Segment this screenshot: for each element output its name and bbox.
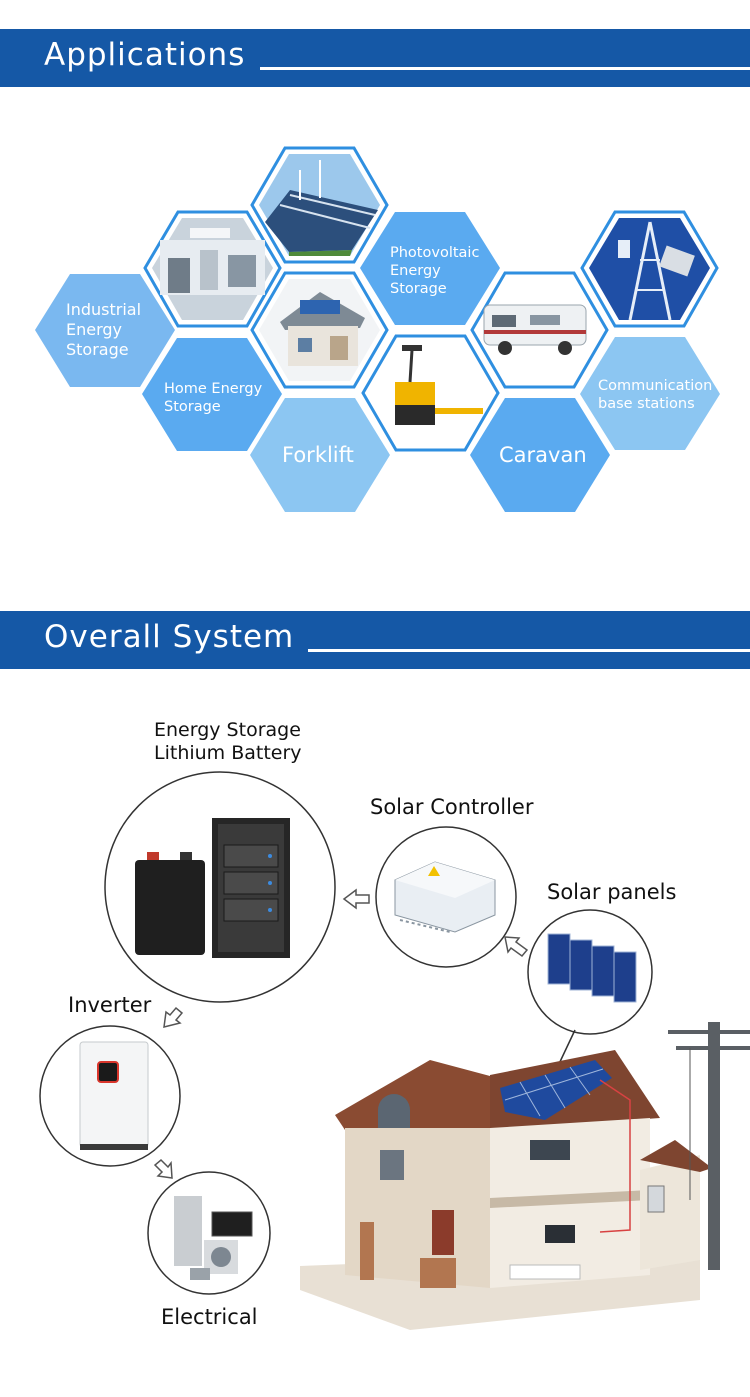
label-industrial: Industrial Energy Storage [66, 300, 142, 359]
arrow-battery-to-inverter [163, 1006, 184, 1028]
hex-forklift [250, 398, 390, 512]
controller-photo [375, 826, 517, 968]
label-photovoltaic: Photovoltaic Energy Storage [390, 245, 480, 298]
electrical-label: Electrical [161, 1305, 258, 1329]
label-communication: Communication base stations [598, 378, 713, 413]
label-forklift: Forklift [282, 443, 354, 467]
electrical-photo [147, 1171, 271, 1295]
battery-label: Energy Storage Lithium Battery [154, 719, 302, 764]
panels-photo [527, 909, 653, 1035]
label-caravan: Caravan [499, 443, 587, 467]
controller-label: Solar Controller [370, 795, 534, 819]
battery-photo [104, 771, 336, 1003]
overall-system-banner: Overall System [0, 611, 750, 669]
arrow-inverter-to-electrical [153, 1158, 173, 1179]
arrow-panels-to-controller [504, 936, 529, 958]
hex-photovoltaic [360, 212, 500, 325]
label-home-energy: Home Energy Storage [164, 381, 263, 416]
hex-communication [580, 337, 720, 450]
applications-rule [260, 67, 750, 70]
arrow-controller-to-battery [342, 888, 370, 910]
overall-system-title: Overall System [44, 619, 295, 655]
hex-industrial [35, 274, 175, 387]
hex-caravan [470, 398, 610, 512]
solar-farm-photo-hex [250, 146, 389, 264]
inverter-photo [39, 1025, 181, 1167]
panels-label: Solar panels [547, 880, 677, 904]
hex-home-energy [142, 338, 282, 451]
factory-photo-hex [143, 210, 282, 328]
applications-banner: Applications [0, 29, 750, 87]
forklift-photo-hex [361, 334, 500, 452]
house-photo-hex [250, 271, 389, 389]
caravan-photo-hex [470, 271, 609, 389]
cell-tower-photo-hex [580, 210, 719, 328]
inverter-label: Inverter [68, 993, 152, 1017]
applications-title: Applications [44, 37, 246, 73]
overall-system-rule [308, 649, 750, 652]
panels-callout-line [557, 1029, 576, 1067]
applications-hex-grid [35, 146, 720, 512]
house-illustration [300, 1022, 750, 1330]
